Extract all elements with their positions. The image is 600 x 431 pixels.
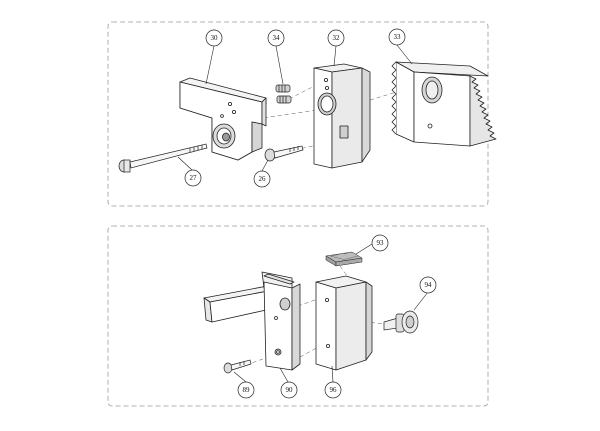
long-screw-part xyxy=(118,143,208,173)
top-panel-frame xyxy=(107,21,489,207)
callout-90: 90 xyxy=(280,381,298,399)
bottom-panel: 93 94 89 90 96 xyxy=(203,234,437,399)
top-panel: 30 34 32 33 27 26 xyxy=(118,28,497,188)
bottom-panel-frame xyxy=(107,225,489,407)
callout-26: 26 xyxy=(253,170,271,188)
block-part xyxy=(315,275,373,371)
callout-33: 33 xyxy=(388,28,406,46)
block-part xyxy=(313,63,371,169)
callout-label: 30 xyxy=(211,34,219,42)
screw-part xyxy=(223,359,252,374)
callout-label: 90 xyxy=(286,386,294,394)
short-screw-part xyxy=(264,145,304,162)
set-screws-part xyxy=(275,84,292,104)
callout-label: 94 xyxy=(425,281,433,289)
pad-part xyxy=(325,251,363,267)
callout-34: 34 xyxy=(267,29,285,47)
callout-label: 89 xyxy=(243,386,251,394)
callout-label: 26 xyxy=(259,175,267,183)
callout-label: 34 xyxy=(273,34,281,42)
top-leader-lines xyxy=(177,44,413,172)
callout-label: 96 xyxy=(330,386,338,394)
arm-plate-part xyxy=(203,271,301,371)
callout-93: 93 xyxy=(371,234,389,252)
callout-96: 96 xyxy=(324,381,342,399)
bottom-leader-lines xyxy=(233,243,429,383)
callout-94: 94 xyxy=(419,276,437,294)
rack-part xyxy=(391,61,497,147)
callout-label: 93 xyxy=(377,239,385,247)
callout-32: 32 xyxy=(327,29,345,47)
callout-label: 27 xyxy=(190,174,198,182)
callout-89: 89 xyxy=(237,381,255,399)
callout-27: 27 xyxy=(184,169,202,187)
callout-label: 33 xyxy=(394,33,402,41)
knob-part xyxy=(383,310,419,334)
callout-label: 32 xyxy=(333,34,341,42)
callout-30: 30 xyxy=(205,29,223,47)
bracket-part xyxy=(179,77,267,161)
